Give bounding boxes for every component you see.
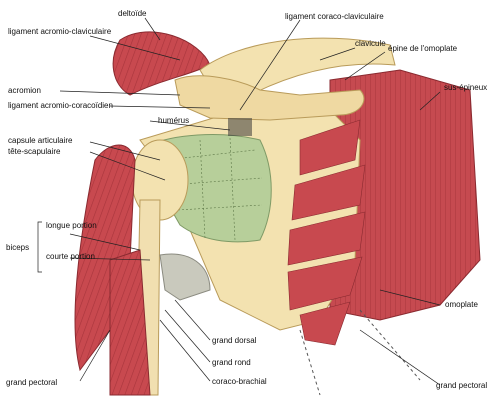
label-tete-scapulaire: tête-scapulaire [8,147,60,156]
ligament-knot [228,118,252,136]
label-coraco-brachial: coraco-brachial [212,377,267,386]
label-capsule-articulaire: capsule articulaire [8,136,72,145]
label-clavicule: clavicule [355,39,386,48]
label-sus-epineux: sus-épineux [444,83,487,92]
label-ligament-acromio-coracoidien: ligament acromio-coracoïdien [8,101,113,110]
label-courte-portion: courte portion [46,252,95,261]
label-omoplate: omoplate [445,300,478,309]
label-deltoide: deltoïde [118,9,146,18]
label-grand-dorsal: grand dorsal [212,336,256,345]
label-grand-pectoral-left: grand pectoral [6,378,57,387]
label-grand-rond: grand rond [212,358,251,367]
label-epine-omoplate: épine de l'omoplate [388,44,457,53]
label-grand-pectoral-right: grand pectoral [436,381,487,390]
label-ligament-acromio-claviculaire: ligament acromio-claviculaire [8,27,111,36]
label-humerus: humérus [158,116,189,125]
label-biceps: biceps [6,243,29,252]
label-acromion: acromion [8,86,41,95]
label-longue-portion: longue portion [46,221,97,230]
coracobrachialis-muscle [160,254,210,300]
label-ligament-coraco-claviculaire: ligament coraco-claviculaire [285,12,384,21]
